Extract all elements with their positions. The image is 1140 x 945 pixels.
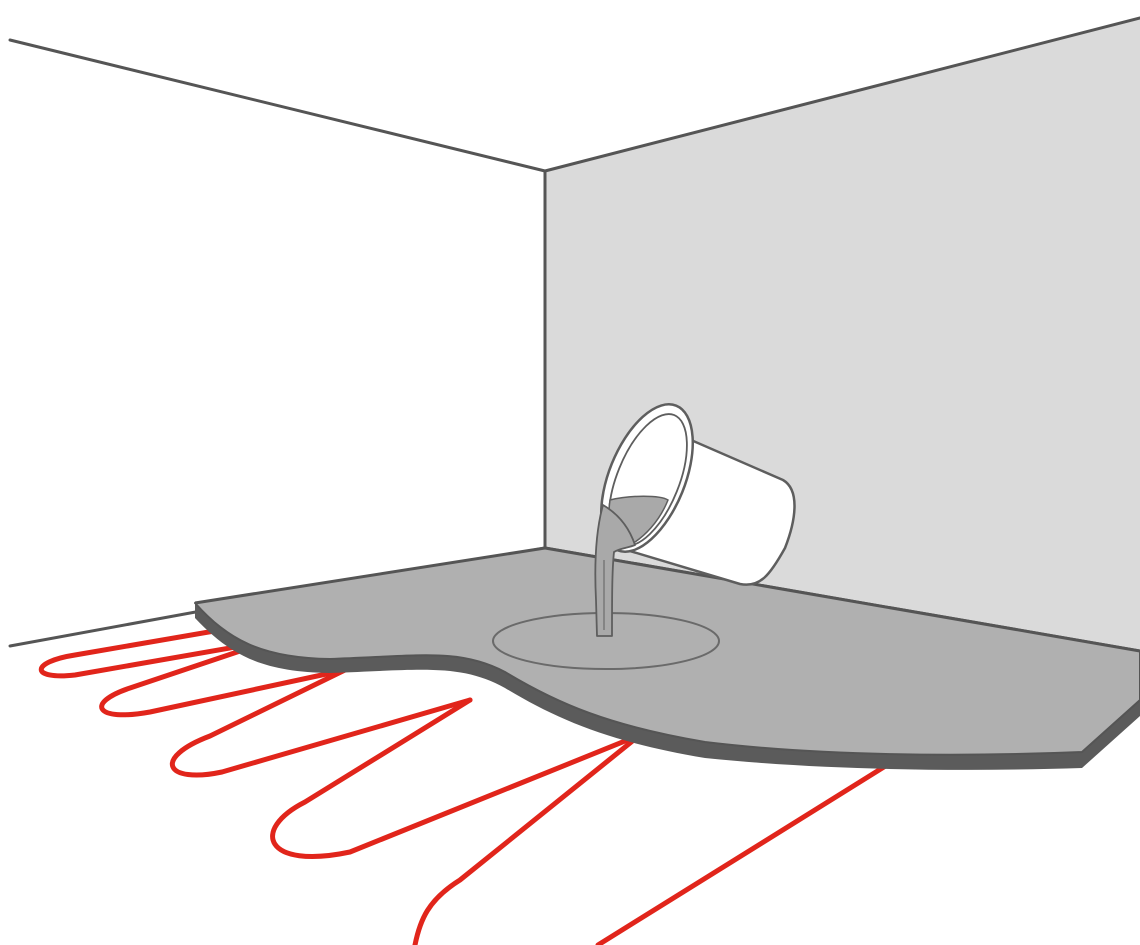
slab-right-edge (544, 546, 1140, 653)
cable-loop-5 (412, 732, 643, 945)
right-ceiling-line (543, 16, 1140, 173)
left-ceiling-line (8, 38, 547, 173)
slab-back-edge (194, 546, 546, 605)
cable-loop-4 (270, 697, 643, 859)
cable-loop-1 (39, 625, 273, 679)
screed-top (194, 547, 1140, 756)
poured-stream (594, 504, 636, 637)
cable-loop-3 (169, 667, 473, 778)
cable-run-6 (595, 754, 903, 945)
right-wall (545, 18, 1140, 651)
cable-loop-2 (99, 638, 348, 718)
heating-cable-icon (39, 625, 903, 945)
